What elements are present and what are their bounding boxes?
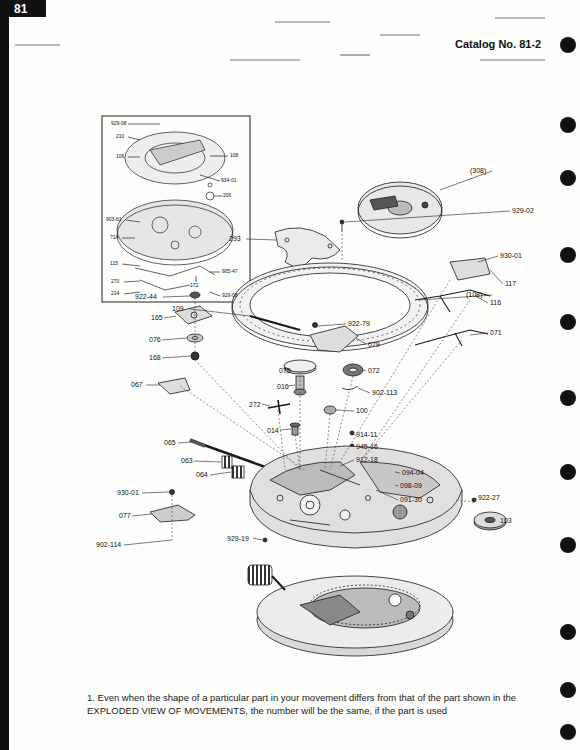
callout-number: 922-44	[135, 293, 157, 300]
callout-number: (108)	[466, 291, 482, 298]
callout-number: 116	[490, 299, 501, 306]
callout-number: 071	[490, 329, 502, 336]
callout-number: 902-114	[96, 541, 121, 548]
inset-callout: 905-47	[222, 269, 238, 274]
inset-callout: 172	[190, 283, 198, 288]
callout-number: 109	[172, 305, 184, 312]
callout-number: 094-04	[402, 469, 424, 476]
page-number: 81	[14, 3, 27, 15]
callout-number: 929-02	[512, 207, 534, 214]
footnote: 1. Even when the shape of a particular p…	[87, 692, 555, 718]
inset-callout: 903-61	[106, 217, 122, 222]
punch-holes	[560, 37, 576, 740]
callout-number: 014	[267, 427, 279, 434]
callout-number: 067	[131, 381, 143, 388]
inset-callout: 106	[116, 154, 124, 159]
movement-parts	[124, 171, 510, 656]
callout-number: 117	[505, 280, 516, 287]
callout-number: 016	[277, 383, 289, 390]
callout-number: 914-11	[356, 431, 377, 438]
inset-callout: 214	[111, 291, 119, 296]
callout-number: 091-30	[400, 496, 422, 503]
callout-number: 063	[181, 457, 193, 464]
inset-callout: 270	[111, 279, 119, 284]
callout-number: 075	[279, 367, 291, 374]
inset-callout: 206	[223, 193, 231, 198]
callout-number: 103	[500, 517, 512, 524]
scan-streaks	[15, 18, 545, 60]
inset-callout: 115	[110, 261, 118, 266]
callout-number: 922-27	[478, 494, 500, 501]
callout-number: 922-79	[348, 320, 370, 327]
inset-callout: 714	[110, 235, 118, 240]
callout-number: 077	[119, 512, 131, 519]
callout-number: 072	[368, 367, 380, 374]
callout-number: 929-19	[227, 535, 249, 542]
inset-callout: 934-01	[221, 178, 237, 183]
callout-number: 912-18	[356, 456, 378, 463]
callout-number: 293	[229, 235, 241, 242]
callout-number: 064	[196, 471, 208, 478]
inset-view	[102, 116, 250, 302]
inset-callout: 108	[230, 153, 238, 158]
callout-number: 930-01	[500, 252, 522, 259]
catalog-title: Catalog No. 81-2	[455, 39, 541, 50]
callout-number: 930-01	[117, 489, 139, 496]
callout-number: 098-09	[400, 482, 422, 489]
inset-callout: 210	[116, 134, 124, 139]
callout-number: 079	[368, 341, 380, 348]
callout-number: 945-16	[356, 443, 378, 450]
callout-number: (308)	[470, 167, 486, 174]
inset-callout: 929-08	[111, 121, 127, 126]
callout-number: 076	[149, 336, 161, 343]
callout-number: 065	[164, 439, 176, 446]
callout-number: 165	[151, 314, 163, 321]
callout-number: 100	[356, 407, 368, 414]
binding-strip	[0, 0, 9, 750]
inset-callout: 929-08	[222, 293, 238, 298]
page-tab	[0, 0, 46, 17]
callout-number: 902-113	[372, 389, 397, 396]
callout-number: 168	[149, 354, 161, 361]
callout-number: 272	[249, 401, 261, 408]
